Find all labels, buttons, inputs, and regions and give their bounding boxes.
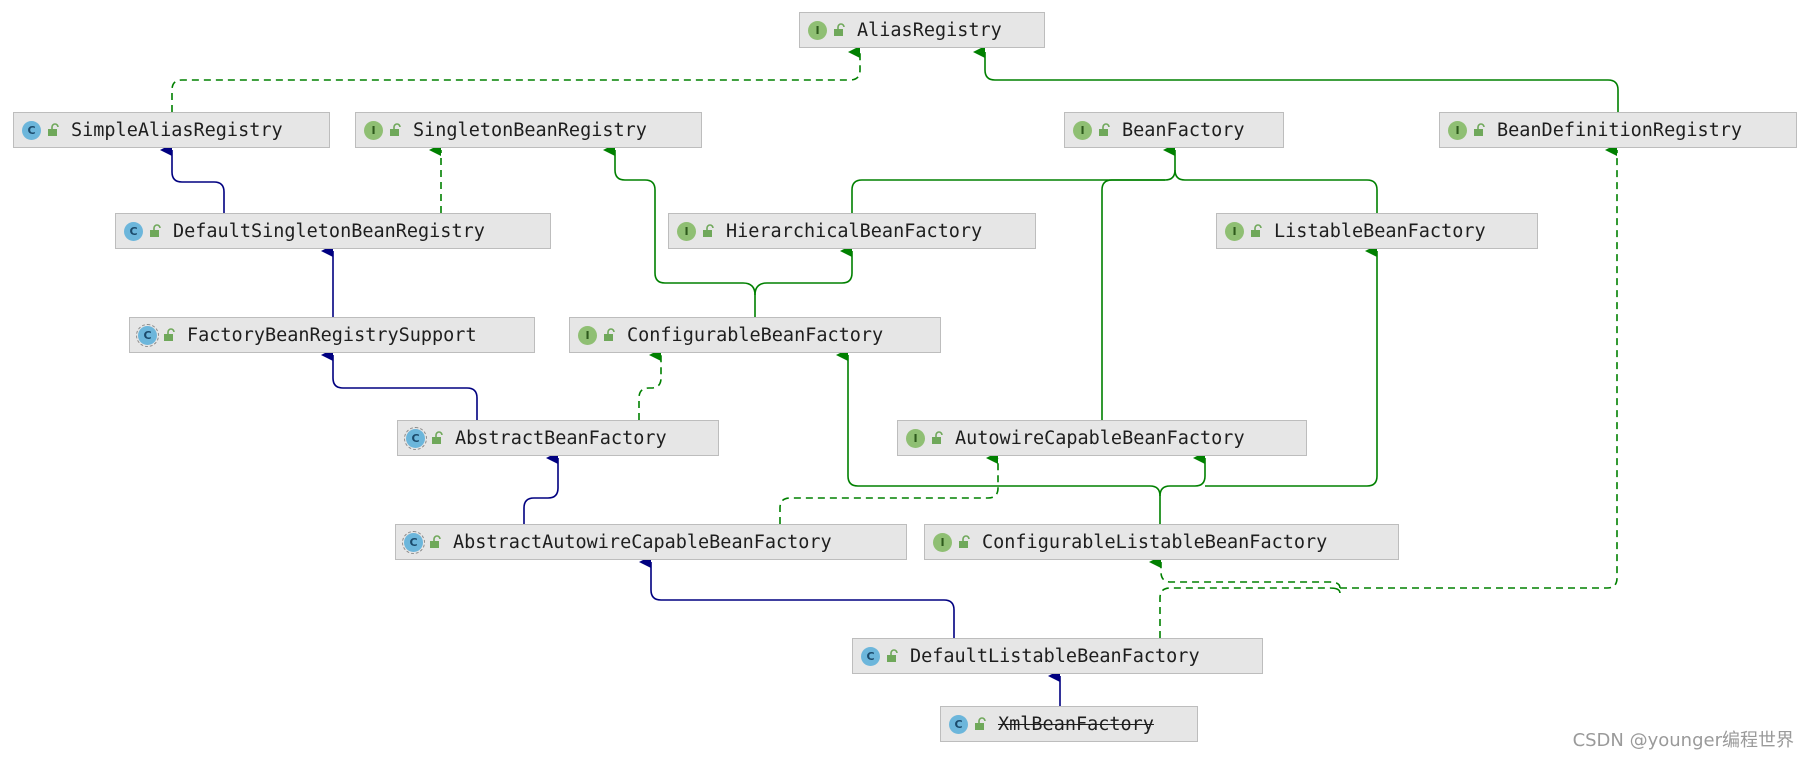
edge-configurable-to-singletonreg <box>603 144 756 296</box>
unlocked-icon <box>150 224 161 237</box>
unlocked-icon <box>432 431 443 444</box>
class-icon: C <box>861 646 880 666</box>
edge-hierarchical-to-beanfactory <box>851 144 1176 213</box>
node-label: AutowireCapableBeanFactory <box>955 427 1245 449</box>
interface-icon: I <box>1448 120 1467 140</box>
unlocked-icon <box>604 328 615 341</box>
interface-icon: I <box>677 221 696 241</box>
node-singleton-bean-registry[interactable]: I SingletonBeanRegistry <box>355 112 702 148</box>
class-icon: C <box>22 120 41 140</box>
watermark: CSDN @younger编程世界 <box>1572 730 1794 751</box>
edge-autowirecapable-to-beanfactory <box>1101 179 1165 420</box>
class-icon: C <box>949 714 968 734</box>
unlocked-icon <box>1099 123 1110 136</box>
edge-configlistable-to-configurable <box>836 349 1161 524</box>
interface-icon: I <box>808 20 827 40</box>
class-icon: C <box>124 221 143 241</box>
node-xml-bean-factory[interactable]: C XmlBeanFactory <box>940 706 1198 742</box>
edge-configlistable-to-listable <box>1205 245 1378 487</box>
node-configurable-listable-bean-factory[interactable]: I ConfigurableListableBeanFactory <box>924 524 1399 560</box>
abstract-class-icon: C <box>402 530 425 554</box>
node-label: AbstractBeanFactory <box>455 427 667 449</box>
node-abstract-bean-factory[interactable]: C AbstractBeanFactory <box>397 420 719 456</box>
node-label: ConfigurableListableBeanFactory <box>982 531 1328 553</box>
edge-defaultlistable-to-beandefreg <box>1340 144 1618 589</box>
node-label: ListableBeanFactory <box>1274 220 1486 242</box>
interface-icon: I <box>906 428 925 448</box>
node-label: DefaultListableBeanFactory <box>910 645 1200 667</box>
unlocked-icon <box>1251 224 1262 237</box>
edge-abstractautowire-to-autowirecapable <box>779 452 999 524</box>
node-label: HierarchicalBeanFactory <box>726 220 983 242</box>
unlocked-icon <box>932 431 943 444</box>
node-label: DefaultSingletonBeanRegistry <box>173 220 485 242</box>
node-label: BeanDefinitionRegistry <box>1497 119 1743 141</box>
node-autowire-capable-bean-factory[interactable]: I AutowireCapableBeanFactory <box>897 420 1307 456</box>
unlocked-icon <box>887 649 898 662</box>
node-label: SingletonBeanRegistry <box>413 119 647 141</box>
node-label-deprecated: XmlBeanFactory <box>998 713 1154 735</box>
interface-icon: I <box>933 532 952 552</box>
unlocked-icon <box>390 123 401 136</box>
edge-abstractbean-to-factorybeanreg <box>321 349 478 420</box>
node-abstract-autowire-capable-bean-factory[interactable]: C AbstractAutowireCapableBeanFactory <box>395 524 907 560</box>
node-label: FactoryBeanRegistrySupport <box>187 324 477 346</box>
node-alias-registry[interactable]: I AliasRegistry <box>799 12 1045 48</box>
node-bean-definition-registry[interactable]: I BeanDefinitionRegistry <box>1439 112 1797 148</box>
unlocked-icon <box>834 23 845 36</box>
edge-defaultlistable-to-abstractautowire <box>639 556 955 638</box>
node-listable-bean-factory[interactable]: I ListableBeanFactory <box>1216 213 1538 249</box>
unlocked-icon <box>430 535 441 548</box>
edge-defaultlistable-to-configlistable <box>1159 587 1341 638</box>
edge-abstractautowire-to-abstractbean <box>523 452 559 524</box>
node-default-singleton-bean-registry[interactable]: C DefaultSingletonBeanRegistry <box>115 213 551 249</box>
abstract-class-icon: C <box>136 323 159 347</box>
node-label: SimpleAliasRegistry <box>71 119 283 141</box>
node-configurable-bean-factory[interactable]: I ConfigurableBeanFactory <box>569 317 941 353</box>
unlocked-icon <box>703 224 714 237</box>
unlocked-icon <box>1474 123 1485 136</box>
node-hierarchical-bean-factory[interactable]: I HierarchicalBeanFactory <box>668 213 1036 249</box>
node-default-listable-bean-factory[interactable]: C DefaultListableBeanFactory <box>852 638 1263 674</box>
unlocked-icon <box>959 535 970 548</box>
node-label: AbstractAutowireCapableBeanFactory <box>453 531 832 553</box>
node-simple-alias-registry[interactable]: C SimpleAliasRegistry <box>13 112 330 148</box>
node-label: ConfigurableBeanFactory <box>627 324 884 346</box>
interface-icon: I <box>364 120 383 140</box>
edge-beandefreg-to-aliasregistry <box>973 46 1619 112</box>
node-label: AliasRegistry <box>857 19 1002 41</box>
unlocked-icon <box>164 328 175 341</box>
node-label: BeanFactory <box>1122 119 1245 141</box>
edge-defsingleton-to-simplealias <box>160 144 225 213</box>
abstract-class-icon: C <box>404 426 427 450</box>
node-bean-factory[interactable]: I BeanFactory <box>1064 112 1284 148</box>
node-factory-bean-registry-support[interactable]: C FactoryBeanRegistrySupport <box>129 317 535 353</box>
unlocked-icon <box>48 123 59 136</box>
interface-icon: I <box>1073 120 1092 140</box>
edge-defaultlistable-to-configlistable-b <box>1149 556 1341 589</box>
edge-configlistable-to-autowirecapable <box>1159 452 1206 497</box>
edge-listable-to-beanfactory <box>1174 169 1378 213</box>
edge-simplealias-to-aliasregistry <box>171 46 861 112</box>
edge-abstractbean-to-configurable <box>638 349 662 420</box>
interface-icon: I <box>1225 221 1244 241</box>
edge-configurable-to-hierarchical <box>754 245 853 317</box>
unlocked-icon <box>975 717 986 730</box>
interface-icon: I <box>578 325 597 345</box>
